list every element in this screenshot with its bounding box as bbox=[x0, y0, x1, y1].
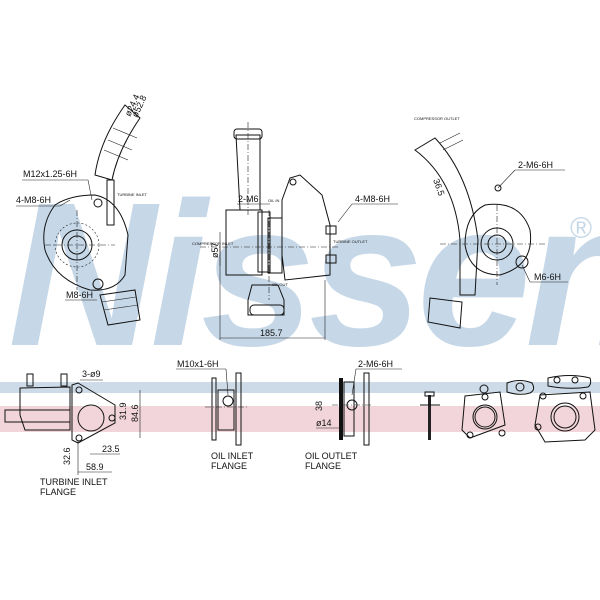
oil-inlet-flange-title-1: OIL INLET bbox=[211, 451, 254, 461]
dim-38: 38 bbox=[314, 401, 324, 411]
oil-gasket-2 bbox=[547, 375, 592, 389]
dim-d14: ø14 bbox=[316, 418, 332, 428]
turbine-inlet-flange-title-2: FLANGE bbox=[40, 487, 76, 497]
label-oil-out: OIL OUT bbox=[272, 282, 288, 287]
label-2-m6-6h: 2-M6-6H bbox=[518, 160, 553, 170]
label-compressor-outlet: COMPRESSOR OUTLET bbox=[414, 116, 460, 121]
dim-32-6: 32.6 bbox=[62, 447, 72, 465]
label-m6-6h: M6-6H bbox=[534, 272, 561, 282]
center-turbo-view: ø57 185.7 2-M6 4-M8-6H COMPRESSOR INLET … bbox=[192, 122, 398, 340]
compressor-gasket bbox=[534, 391, 596, 443]
turbine-inlet-flange: 3-ø9 31.9 84.6 32.6 23.5 58.9 TURBINE IN… bbox=[4, 369, 141, 497]
dim-185-7: 185.7 bbox=[260, 328, 283, 338]
oil-inlet-flange: M10x1-6H OIL INLET FLANGE bbox=[176, 359, 254, 471]
oil-outlet-flange-title-1: OIL OUTLET bbox=[305, 451, 358, 461]
dim-84-6: 84.6 bbox=[130, 404, 140, 422]
label-turbine-inlet: TURBINE INLET bbox=[117, 192, 148, 197]
bolt bbox=[428, 395, 431, 440]
oil-outlet-flange-title-2: FLANGE bbox=[305, 461, 341, 471]
label-m12: M12x1.25-6H bbox=[23, 169, 77, 179]
blue-band bbox=[0, 382, 600, 393]
pink-band bbox=[0, 406, 600, 432]
brand-watermark: Nissens bbox=[8, 160, 600, 389]
oil-outlet-flange: 38 ø14 2-M6-6H OIL OUTLET FLANGE bbox=[305, 359, 402, 471]
dim-d57: ø57 bbox=[210, 242, 220, 258]
label-oil-in: OIL IN bbox=[268, 198, 280, 203]
left-turbo-view: ø52.8 ø24.4 M12x1.25-6H 4-M8-6H M8-6H TU… bbox=[16, 93, 149, 326]
bolt-and-gaskets bbox=[420, 375, 596, 443]
dim-2-m6-6h-oil: 2-M6-6H bbox=[358, 359, 393, 369]
registered-mark: ® bbox=[570, 212, 592, 245]
label-m8: M8-6H bbox=[66, 290, 93, 300]
label-4-m8: 4-M8-6H bbox=[16, 195, 51, 205]
oil-gasket bbox=[506, 380, 535, 395]
dim-23-5: 23.5 bbox=[102, 444, 120, 454]
dim-31-9: 31.9 bbox=[118, 402, 128, 420]
dim-3-d9: 3-ø9 bbox=[82, 369, 101, 379]
oil-inlet-flange-title-2: FLANGE bbox=[211, 461, 247, 471]
label-turbine-outlet: TURBINE OUTLET bbox=[333, 239, 368, 244]
label-4-m8-center: 4-M8-6H bbox=[355, 194, 390, 204]
turbine-inlet-flange-title-1: TURBINE INLET bbox=[40, 477, 108, 487]
dim-58-9: 58.9 bbox=[86, 462, 104, 472]
dim-m10x1: M10x1-6H bbox=[177, 359, 219, 369]
turbine-gasket bbox=[461, 391, 506, 439]
label-compressor-inlet: COMPRESSOR INLET bbox=[192, 241, 234, 246]
label-2-m6: 2-M6 bbox=[238, 194, 259, 204]
